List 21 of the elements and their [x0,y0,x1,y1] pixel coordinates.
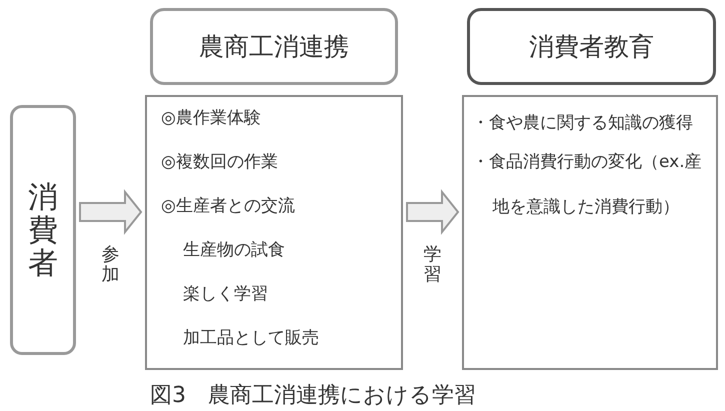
content-box [145,95,403,370]
list-item: 生産物の試食 [182,239,286,261]
figure-caption: 図3 農商工消連携における学習 [150,382,476,410]
block-arrow [406,189,460,235]
bullet-item: ・食品消費行動の変化（ex.産地を意識した消費行動） [472,151,703,219]
list-item: 加工品として販売 [182,327,320,349]
heading-text: 消費者教育 [529,31,654,63]
node-label: 消費者 [28,180,58,280]
list-item: ◎生産者との交流 [161,195,296,217]
edge-label: 参加 [102,245,120,285]
rounded-box [10,105,76,355]
block-arrow [79,189,142,235]
list-item: ◎複数回の作業 [161,151,279,173]
content-box [462,95,718,370]
heading-box [150,8,398,85]
edge-label: 学習 [424,245,442,285]
heading-text: 農商工消連携 [199,31,349,63]
heading-box [467,8,716,85]
list-item: ◎農作業体験 [161,107,262,129]
bullet-item: ・食や農に関する知識の獲得 [472,112,694,135]
list-item: 楽しく学習 [182,283,269,305]
